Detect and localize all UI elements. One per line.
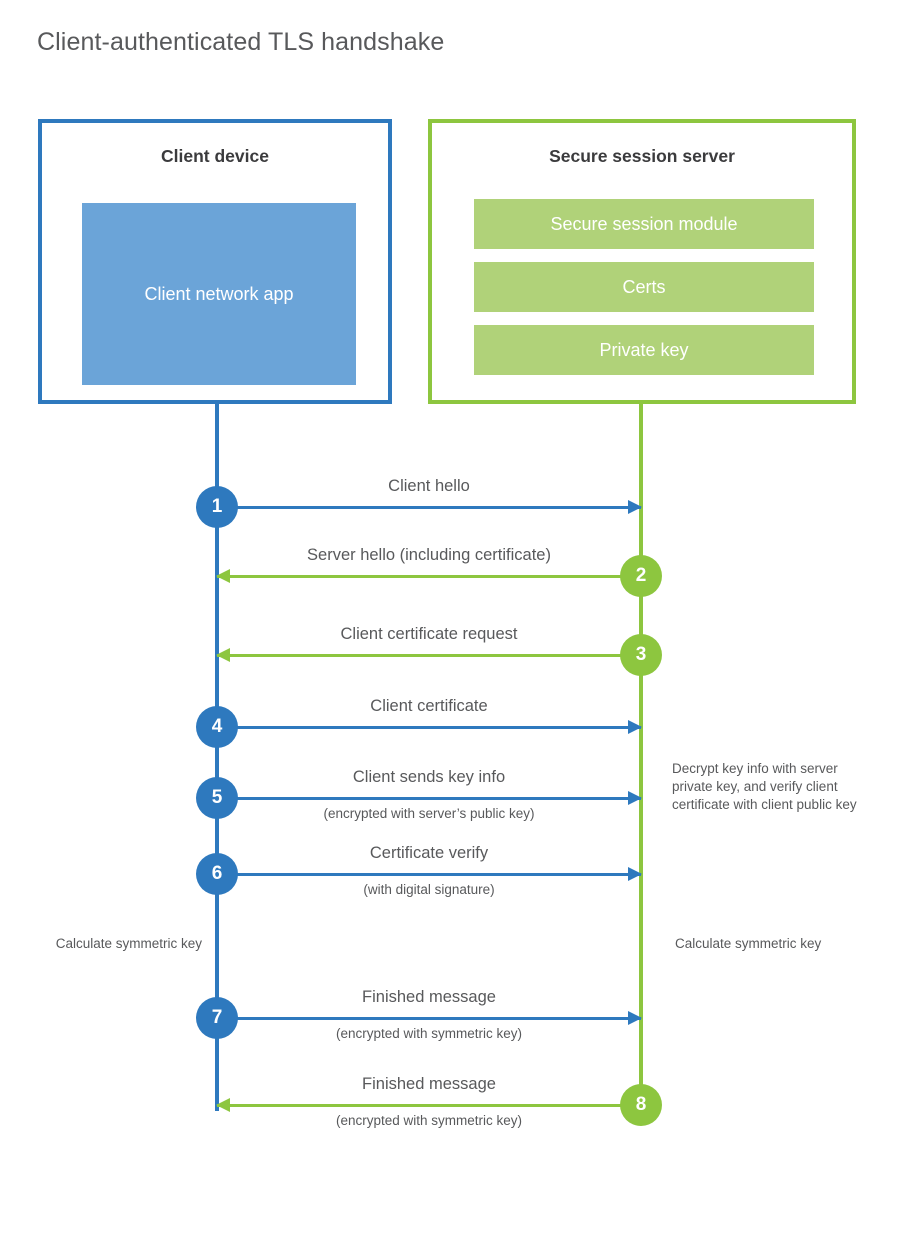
message-line bbox=[217, 506, 641, 509]
message-sublabel: (encrypted with server’s public key) bbox=[323, 806, 535, 821]
message-sublabel: (with digital signature) bbox=[363, 882, 495, 897]
message-label: Finished message bbox=[362, 988, 496, 1006]
server-component-secure-session-module: Secure session module bbox=[474, 199, 814, 249]
arrow-left-icon bbox=[216, 648, 230, 662]
step-badge: 7 bbox=[196, 997, 238, 1039]
step-badge: 4 bbox=[196, 706, 238, 748]
server-component-private-key: Private key bbox=[474, 325, 814, 375]
secure-session-server-title: Secure session server bbox=[549, 146, 735, 166]
message-label: Client hello bbox=[388, 477, 470, 495]
step-badge: 1 bbox=[196, 486, 238, 528]
message-line bbox=[217, 575, 641, 578]
client-network-app-block: Client network app bbox=[82, 203, 356, 385]
step-badge: 6 bbox=[196, 853, 238, 895]
message-label: Client certificate bbox=[370, 697, 488, 715]
note-server-decrypt: Decrypt key info with server private key… bbox=[672, 761, 857, 812]
arrow-right-icon bbox=[628, 1011, 642, 1025]
page-title: Client-authenticated TLS handshake bbox=[37, 28, 445, 56]
arrow-left-icon bbox=[216, 1098, 230, 1112]
client-device-title: Client device bbox=[161, 146, 269, 166]
client-device-box: Client device Client network app bbox=[38, 119, 392, 404]
server-lifeline bbox=[639, 403, 643, 1111]
client-lifeline bbox=[215, 403, 219, 1111]
message-label: Server hello (including certificate) bbox=[307, 546, 551, 564]
note-client-calculate-symmetric-key: Calculate symmetric key bbox=[55, 936, 202, 951]
step-badge: 5 bbox=[196, 777, 238, 819]
arrow-right-icon bbox=[628, 867, 642, 881]
arrow-right-icon bbox=[628, 500, 642, 514]
message-line bbox=[217, 726, 641, 729]
secure-session-server-box: Secure session server Secure session mod… bbox=[428, 119, 856, 404]
server-component-certs: Certs bbox=[474, 262, 814, 312]
message-sublabel: (encrypted with symmetric key) bbox=[335, 1026, 523, 1041]
message-line bbox=[217, 1017, 641, 1020]
arrow-right-icon bbox=[628, 791, 642, 805]
arrow-left-icon bbox=[216, 569, 230, 583]
note-server-calculate-symmetric-key: Calculate symmetric key bbox=[675, 936, 822, 951]
message-label: Client certificate request bbox=[340, 625, 518, 643]
message-line bbox=[217, 873, 641, 876]
message-label: Finished message bbox=[362, 1075, 496, 1093]
message-line bbox=[217, 1104, 641, 1107]
step-badge: 8 bbox=[620, 1084, 662, 1126]
message-line bbox=[217, 654, 641, 657]
message-line bbox=[217, 797, 641, 800]
message-label: Certificate verify bbox=[369, 844, 489, 862]
message-sublabel: (encrypted with symmetric key) bbox=[335, 1113, 523, 1128]
step-badge: 2 bbox=[620, 555, 662, 597]
step-badge: 3 bbox=[620, 634, 662, 676]
arrow-right-icon bbox=[628, 720, 642, 734]
message-label: Client sends key info bbox=[352, 768, 506, 786]
